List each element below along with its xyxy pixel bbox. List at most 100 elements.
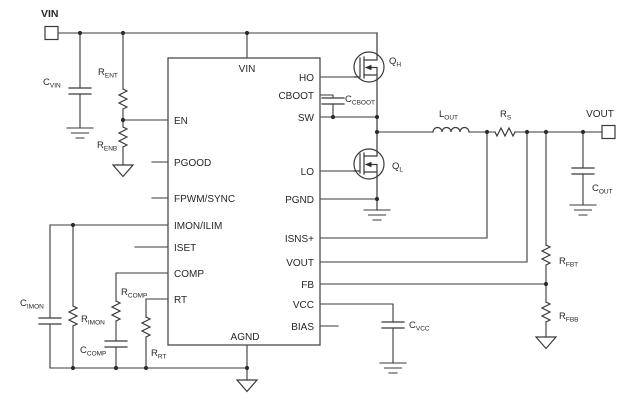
junction-dot xyxy=(77,30,83,36)
junction-dot xyxy=(120,117,126,123)
junction-dot xyxy=(543,129,549,135)
label-cout: COUT xyxy=(592,183,613,196)
vin-terminal xyxy=(44,25,59,41)
ic-body xyxy=(167,57,321,346)
resistor-zigzag xyxy=(540,301,552,323)
resistor-zigzag xyxy=(117,126,129,148)
resistor-zigzag xyxy=(494,126,516,138)
junction-dot xyxy=(330,114,336,120)
mosfet-source xyxy=(363,66,378,118)
junction-dot xyxy=(244,30,250,36)
cap-plates xyxy=(321,97,345,105)
label-ccomp: CCOMP xyxy=(80,345,106,358)
resistor-rs xyxy=(494,126,516,138)
ground-icon xyxy=(66,127,94,139)
wire-isns xyxy=(319,131,488,239)
wire-rt xyxy=(145,298,169,369)
junction-dot xyxy=(120,30,126,36)
ic-pin-comp: COMP xyxy=(174,269,204,280)
label-cimon: CIMON xyxy=(20,298,44,311)
junction-dot xyxy=(524,129,530,135)
label-rent: RENT xyxy=(98,67,118,80)
resistor-rfbb xyxy=(540,301,552,323)
mosfet-gate xyxy=(353,57,361,78)
junction-dot xyxy=(143,365,149,371)
ic-pin-rt: RT xyxy=(174,295,187,306)
ic-pin-vin: VIN xyxy=(239,64,256,75)
ic-pin-pgood: PGOOD xyxy=(174,158,211,169)
resistor-rfbt xyxy=(540,244,552,266)
wire-vcc xyxy=(319,303,394,364)
ground-icon xyxy=(569,204,597,216)
wire-cboot xyxy=(319,94,334,118)
label-rcomp: RCOMP xyxy=(121,287,147,300)
ic-pin-ho: HO xyxy=(299,73,314,84)
cap-plates xyxy=(571,167,595,175)
junction-dot xyxy=(70,222,76,228)
ic-pin-fb: FB xyxy=(301,280,314,291)
resistor-zigzag xyxy=(140,316,152,338)
cap-plates xyxy=(38,317,62,325)
ic-pin-vout: VOUT xyxy=(286,258,314,269)
wire-vout-sense xyxy=(319,131,528,263)
label-rfbt: RFBT xyxy=(559,256,578,269)
ic-pin-en: EN xyxy=(174,116,188,127)
ic-pin-pgnd: PGND xyxy=(285,195,314,206)
junction-dot xyxy=(244,365,250,371)
ground-icon xyxy=(363,209,391,221)
label-cvin: CVIN xyxy=(43,77,61,90)
resistor-zigzag xyxy=(117,88,129,110)
junction-dot xyxy=(484,129,490,135)
ground-icon xyxy=(379,362,407,374)
junction-dot xyxy=(374,114,380,120)
capacitor-ccomp xyxy=(104,340,128,348)
cap-plates xyxy=(68,87,92,95)
mosfet-drain xyxy=(363,32,378,61)
junction-dot xyxy=(543,281,549,287)
ic-pin-imon-ilim: IMON/ILIM xyxy=(174,221,222,232)
resistor-rrt xyxy=(140,316,152,338)
ic-pin-isns: ISNS+ xyxy=(285,234,314,245)
label-lout: LOUT xyxy=(439,109,458,122)
vout-terminal-label: VOUT xyxy=(586,109,614,120)
resistor-zigzag xyxy=(110,300,122,322)
resistor-rent xyxy=(117,88,129,110)
vin-terminal-label: VIN xyxy=(41,8,59,20)
junction-dot xyxy=(374,196,380,202)
resistor-renb xyxy=(117,126,129,148)
ic-pin-bias: BIAS xyxy=(291,322,314,333)
ic-pin-fpwm-sync: FPWM/SYNC xyxy=(174,194,235,205)
label-ql: QL xyxy=(392,161,403,174)
mosfet-body-arrow xyxy=(365,161,372,168)
label-rs: RS xyxy=(500,109,512,122)
ic-pin-lo: LO xyxy=(301,167,315,178)
label-qh: QH xyxy=(389,56,401,69)
cap-plates xyxy=(381,321,405,329)
ic-pin-iset: ISET xyxy=(174,243,196,254)
vout-terminal xyxy=(601,124,616,140)
ground-arrow-icon xyxy=(112,164,134,178)
mosfet-qh xyxy=(353,32,385,118)
label-rimon: RIMON xyxy=(81,314,105,327)
junction-dot xyxy=(580,129,586,135)
ic-pin-cboot: CBOOT xyxy=(278,91,314,102)
resistor-rimon xyxy=(67,305,79,327)
mosfet-ql xyxy=(353,116,385,211)
ground-arrow-icon xyxy=(535,336,557,350)
capacitor-cvin xyxy=(68,87,92,95)
mosfet-gate xyxy=(353,153,361,174)
ic-pin-vcc: VCC xyxy=(293,300,314,311)
junction-dot xyxy=(113,365,119,371)
capacitor-cvcc xyxy=(381,321,405,329)
wire-comp xyxy=(115,272,169,369)
resistor-zigzag xyxy=(540,244,552,266)
junction-dots xyxy=(70,30,586,371)
cap-plates xyxy=(104,340,128,348)
label-renb: RENB xyxy=(97,140,117,153)
wires xyxy=(49,32,603,381)
ic-pin-agnd: AGND xyxy=(231,332,260,343)
ic-pin-sw: SW xyxy=(298,113,315,124)
resistor-rcomp xyxy=(110,300,122,322)
